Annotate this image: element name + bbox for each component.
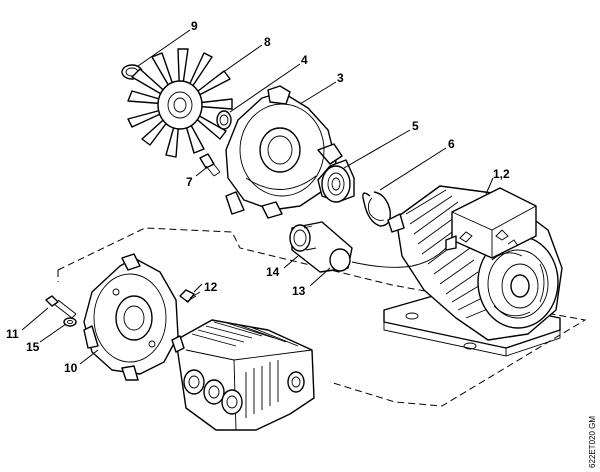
part-3-end-shield: [225, 85, 343, 219]
callout-3: 3: [337, 71, 344, 85]
cable: [351, 247, 447, 268]
callout-13: 13: [292, 284, 306, 298]
part-8-fan: [127, 48, 233, 158]
part-13-14-capacitor: [289, 221, 353, 273]
callout-1-2: 1,2: [493, 167, 510, 181]
callout-10: 10: [64, 361, 78, 375]
part-1-2-motor-housing: [383, 185, 563, 357]
callout-4: 4: [301, 53, 308, 67]
part-15-washer: [63, 317, 77, 327]
part-12-screw: [179, 289, 201, 303]
callout-6: 6: [448, 137, 455, 151]
callout-labels: 9 8 4 3 5 6 7 1,2 14 13 12 11 15 10: [6, 19, 510, 375]
pump-housing: [171, 319, 315, 431]
part-11-bolt: [45, 295, 77, 319]
callout-9: 9: [191, 19, 198, 33]
callout-11: 11: [6, 327, 19, 341]
drawing-code: 622ET020 GM: [588, 416, 597, 468]
part-6-circlip: [362, 191, 391, 227]
part-7-screw: [199, 153, 221, 177]
part-10-flange: [83, 253, 179, 381]
assembly-boundary: [57, 227, 587, 407]
callout-12: 12: [204, 280, 218, 294]
callout-8: 8: [264, 35, 271, 49]
callout-7: 7: [186, 175, 193, 189]
callout-5: 5: [412, 119, 419, 133]
part-4-ring: [216, 110, 232, 130]
leader-lines: [21, 29, 494, 365]
part-5-bearing: [317, 159, 355, 203]
callout-15: 15: [26, 340, 40, 354]
callout-14: 14: [266, 265, 280, 279]
